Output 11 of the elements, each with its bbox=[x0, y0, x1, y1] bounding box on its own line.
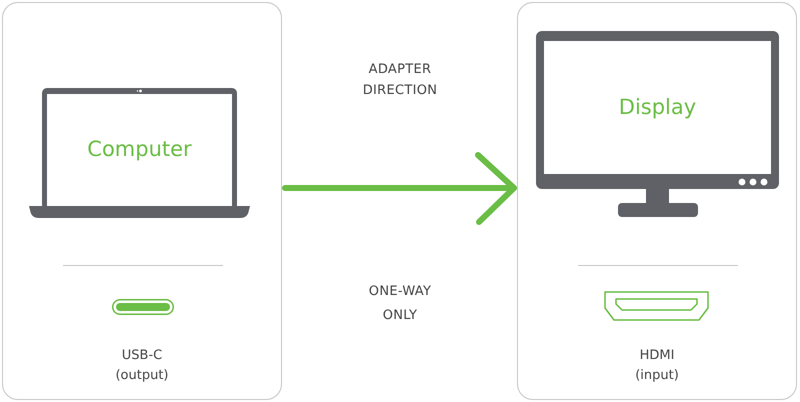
note-text: ONE-WAY ONLY bbox=[368, 283, 432, 325]
screen-label: Display bbox=[618, 94, 696, 120]
note-text: ADAPTER DIRECTION bbox=[362, 61, 438, 100]
laptop-illustration bbox=[29, 88, 250, 218]
device-card bbox=[2, 2, 282, 400]
monitor-illustration bbox=[536, 31, 779, 217]
screen-label: Computer bbox=[87, 137, 192, 163]
port-label: HDMI (input) bbox=[634, 347, 680, 385]
arrow bbox=[282, 152, 517, 225]
device-card bbox=[517, 2, 797, 400]
port-label: USB-C (output) bbox=[114, 347, 170, 385]
